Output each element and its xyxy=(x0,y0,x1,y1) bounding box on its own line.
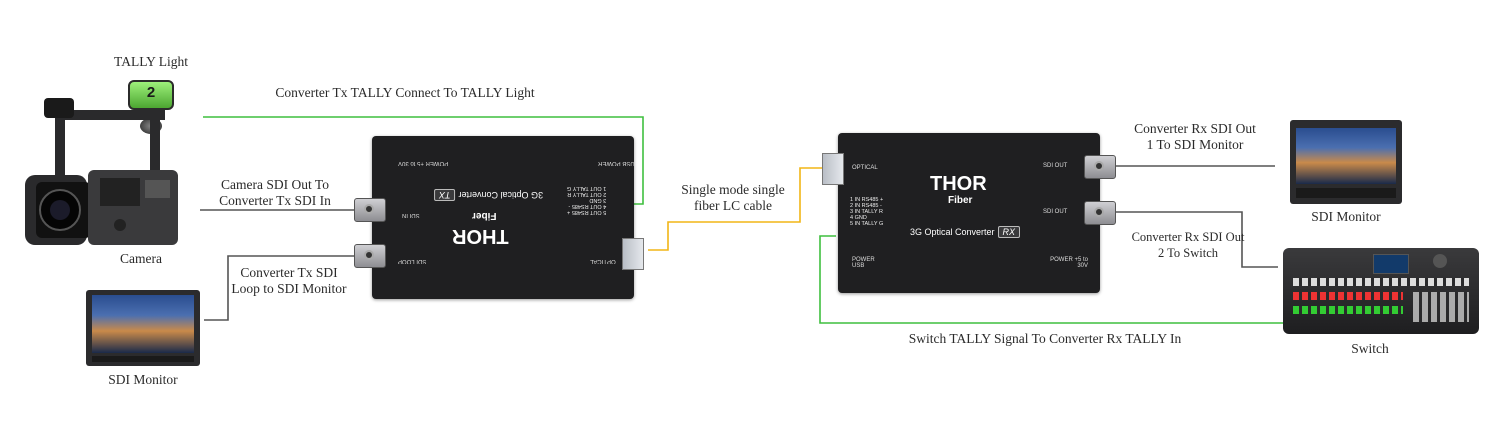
sdi-monitor-left xyxy=(86,290,200,366)
sdi-monitor-right xyxy=(1290,120,1402,204)
rx-power-usb-label: POWER USB xyxy=(852,257,875,269)
tx-sdi-in-label: SDI IN xyxy=(402,212,420,218)
tx-sdi-loop-port xyxy=(354,244,386,268)
tx-usb-label: USB POWER xyxy=(598,160,635,166)
tx-pin-block: 5 OUT RS485 + 4 OUT RS485 - 3 GND 2 OUT … xyxy=(567,185,607,215)
rx-brand-sub: Fiber xyxy=(948,195,973,206)
camera-label: Camera xyxy=(120,251,162,266)
rx-sdi-out1-label: SDI OUT xyxy=(1043,163,1068,169)
rx-brand: THOR xyxy=(930,173,987,195)
tx-brand-sub: Fiber xyxy=(472,210,497,221)
tx-loop-line xyxy=(204,255,370,321)
fiber-label: Single mode single fiber LC cable xyxy=(681,182,785,213)
tally-light-label: TALLY Light xyxy=(114,54,188,69)
rx-out2-line xyxy=(1112,211,1278,268)
rx-pin-block: 1 IN RS485 + 2 IN RS485 - 3 IN TALLY R 4… xyxy=(850,197,884,227)
rx-out2-label: Converter Rx SDI Out 2 To Switch xyxy=(1131,230,1245,260)
tx-sdi-loop-label: SDI LOOP xyxy=(398,258,427,264)
tx-tag: TX xyxy=(434,189,456,201)
monitor-screen xyxy=(92,295,194,353)
sdi-monitor-right-label: SDI Monitor xyxy=(1311,209,1381,224)
fiber-line xyxy=(648,167,822,251)
tx-product-name: 3G Optical Converter xyxy=(458,190,544,200)
tx-optical-label: OPTICAL xyxy=(590,258,616,264)
rx-power-label: POWER +5 to 30V xyxy=(1050,257,1088,269)
tx-product: 3G Optical ConverterTX xyxy=(434,189,544,201)
rx-tag: RX xyxy=(997,226,1021,238)
tally-number: 2 xyxy=(146,84,156,101)
tx-optical-port xyxy=(622,238,644,270)
rx-optical-port xyxy=(822,153,844,185)
rx-sdi-out2-label: SDI OUT xyxy=(1043,209,1068,215)
tx-loop-label: Converter Tx SDI Loop to SDI Monitor xyxy=(231,265,347,296)
tx-converter: THOR Fiber 3G Optical ConverterTX 5 OUT … xyxy=(354,136,644,299)
monitor-screen xyxy=(1296,128,1396,184)
tx-tally-label: Converter Tx TALLY Connect To TALLY Ligh… xyxy=(275,85,535,100)
rx-product-name: 3G Optical Converter xyxy=(910,227,995,237)
switch-label: Switch xyxy=(1351,341,1389,356)
tx-tally-line xyxy=(203,116,644,205)
rx-out1-label: Converter Rx SDI Out 1 To SDI Monitor xyxy=(1134,121,1256,152)
sdi-monitor-left-label: SDI Monitor xyxy=(108,372,178,387)
tx-power-label: POWER +5 to 30V xyxy=(398,160,449,166)
rx-sdi-out1-port xyxy=(1084,155,1116,179)
switch-tally-line xyxy=(819,235,1285,324)
tx-sdi-in-port xyxy=(354,198,386,222)
switch-device xyxy=(1283,248,1479,334)
rx-sdi-out2-port xyxy=(1084,201,1116,225)
switch-tally-label: Switch TALLY Signal To Converter Rx TALL… xyxy=(908,331,1182,346)
rx-optical-label: OPTICAL xyxy=(852,165,878,171)
camera-sdi-label: Camera SDI Out To Converter Tx SDI In xyxy=(219,177,331,208)
tx-brand: THOR xyxy=(452,225,509,247)
